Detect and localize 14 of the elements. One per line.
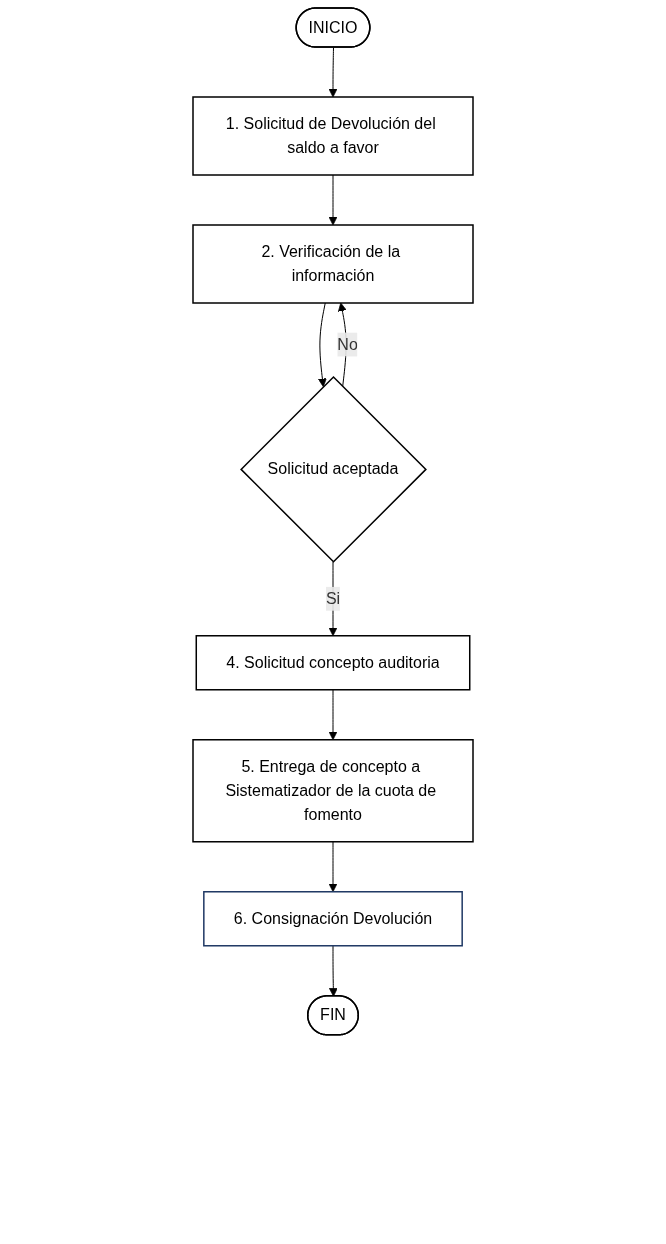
- arrow: [328, 47, 338, 98]
- arrow: [328, 841, 338, 893]
- edge-label: No: [337, 335, 358, 353]
- edge-label: Si: [325, 589, 341, 607]
- node-box: 6. Consignación Devolución: [203, 891, 463, 947]
- arrow: [318, 302, 327, 388]
- arrow: [328, 689, 338, 741]
- node-box: 1. Solicitud de Devolución del saldo a favor: [192, 96, 474, 176]
- arrow: [328, 945, 338, 997]
- arrow: [328, 174, 338, 226]
- node-box: 2. Verificación de la información: [192, 224, 474, 304]
- node-box: 5. Entrega de concepto a Sistematizador de la cuota de fomento: [192, 739, 474, 843]
- node-diamond: Solicitud aceptada: [240, 375, 427, 563]
- node-box: 4. Solicitud concepto auditoria: [195, 635, 471, 691]
